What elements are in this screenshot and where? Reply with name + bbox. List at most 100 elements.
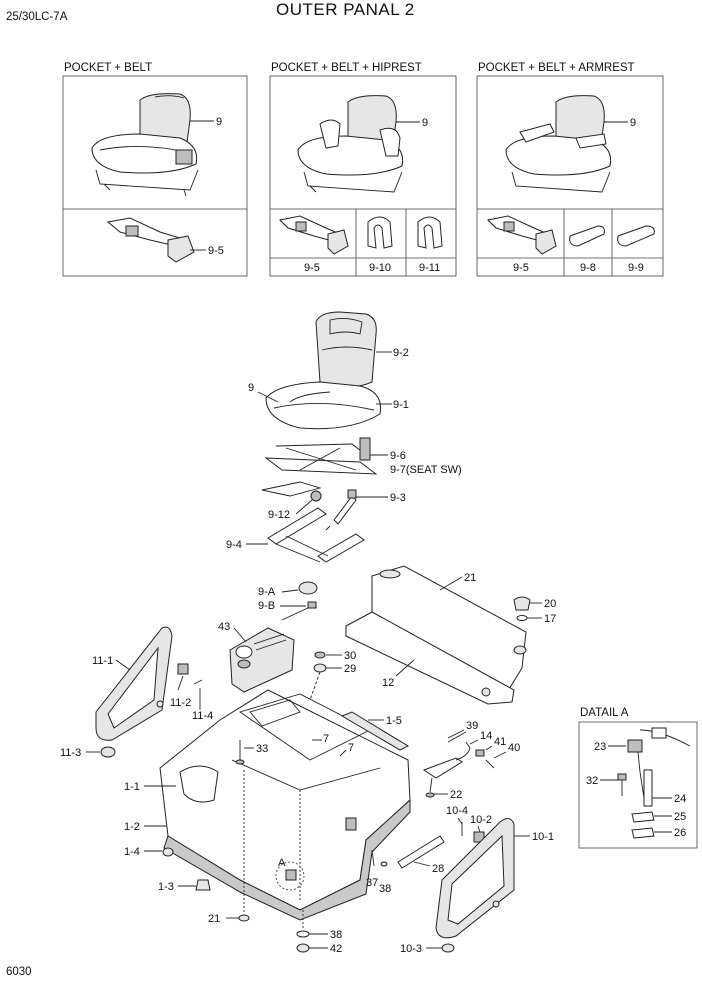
callout-seat: 9	[630, 117, 636, 129]
option-panel-pocket-belt: POCKET + BELT 9 9-5	[62, 62, 248, 277]
callout: 9	[248, 382, 254, 394]
seat-belt-illustration	[106, 217, 195, 263]
seat-cushion	[265, 381, 382, 430]
page-title: OUTER PANAL 2	[276, 0, 415, 19]
seat-slide-rails	[267, 507, 365, 563]
callout: 1-4	[124, 846, 140, 858]
callout: 14	[480, 730, 492, 742]
gas-spring	[325, 489, 357, 531]
callout: 11-2	[170, 697, 191, 709]
detail-marker: A	[278, 857, 286, 869]
option-panel-pocket-belt-hiprest: POCKET + BELT + HIPREST 9 9-5 9-10 9-	[269, 62, 457, 277]
seat-illustration	[505, 95, 612, 193]
callout-part: 9-5	[304, 262, 320, 274]
seat-illustration	[297, 95, 404, 193]
seat-belt-illustration	[278, 215, 349, 255]
knob-part	[513, 596, 531, 611]
callout: 22	[450, 789, 462, 801]
callout: 43	[218, 621, 230, 633]
option-panel-pocket-belt-armrest: POCKET + BELT + ARMREST 9 9-5 9-8 9-9	[476, 62, 664, 277]
callout-part: 9-8	[580, 262, 596, 274]
mounting-bracket-hardware	[422, 731, 495, 798]
callout: 10-4	[446, 805, 468, 817]
callout: 38	[379, 883, 391, 895]
callout: 9-2	[393, 347, 409, 359]
callout: 30	[344, 650, 356, 662]
callout: 25	[674, 811, 686, 823]
callout: 20	[544, 598, 556, 610]
grommet-part	[441, 943, 455, 953]
callout: 33	[256, 743, 268, 755]
detail-heading: DATAIL A	[580, 707, 629, 719]
page-number: 6030	[6, 966, 32, 978]
callout: 1-2	[124, 821, 140, 833]
hiprest-right-illustration	[417, 216, 443, 249]
callout: 17	[544, 613, 556, 625]
callout: 7	[323, 733, 329, 745]
callout-seat: 9	[216, 116, 222, 128]
callout: 1-3	[158, 881, 174, 893]
armrest-left-illustration	[569, 225, 605, 247]
callout: 32	[586, 775, 598, 787]
callout: 26	[674, 827, 686, 839]
grommet-part	[100, 746, 116, 758]
callout-part: 9-5	[208, 245, 224, 257]
seat-backrest	[315, 311, 377, 388]
detail-a-box: DATAIL A 23 32 24 25 26	[578, 707, 698, 849]
option-heading: POCKET + BELT	[64, 62, 152, 74]
callout: 21	[208, 913, 220, 925]
callout: 24	[674, 793, 686, 805]
callout: 42	[330, 943, 342, 955]
callout: 9-1	[393, 399, 409, 411]
seat-suspension	[261, 437, 378, 502]
callout-part: 9-10	[369, 262, 391, 274]
callout: 11-3	[60, 747, 81, 759]
trim-strip-1-5	[340, 711, 410, 751]
callout: 7	[348, 742, 354, 754]
callout: 11-1	[92, 655, 113, 667]
callout: 40	[508, 742, 520, 754]
hiprest-left-illustration	[367, 216, 393, 249]
side-panel-10	[435, 818, 515, 939]
callout: 23	[594, 741, 606, 753]
armrest-right-illustration	[617, 225, 655, 247]
side-panel-11	[95, 626, 203, 741]
callout: 9-6	[390, 450, 406, 462]
callout: 9-12	[268, 509, 290, 521]
callout-seat: 9	[422, 117, 428, 129]
callout: 29	[344, 663, 356, 675]
callout: 21	[464, 572, 476, 584]
callout: 38	[330, 929, 342, 941]
model-label: 25/30LC-7A	[6, 11, 68, 23]
seat-belt-illustration	[486, 215, 557, 255]
option-heading: POCKET + BELT + HIPREST	[271, 62, 422, 74]
callout-part: 9-11	[419, 262, 440, 274]
callout: 9-7(SEAT SW)	[390, 464, 462, 476]
callout: 11-4	[192, 710, 213, 722]
control-box-43	[229, 627, 295, 693]
callout: 9-3	[390, 492, 406, 504]
harness-wire	[281, 605, 313, 621]
seat-illustration	[91, 93, 199, 197]
callout: 9-B	[258, 600, 275, 612]
callout: 9-4	[226, 539, 242, 551]
callout: 39	[466, 720, 478, 732]
callout: 10-1	[532, 831, 554, 843]
callout: 9-A	[258, 586, 276, 598]
gas-strut-28	[397, 835, 445, 869]
callout: 1-5	[386, 715, 402, 727]
washer-part	[516, 615, 528, 621]
callout-part: 9-9	[628, 262, 644, 274]
callout: 1-1	[124, 781, 140, 793]
grommet-part	[298, 581, 318, 595]
callout: 41	[494, 736, 506, 748]
callout: 10-2	[470, 814, 492, 826]
option-heading: POCKET + BELT + ARMREST	[478, 62, 635, 74]
outer-panel-body-1	[159, 689, 411, 921]
callout: 37	[366, 877, 378, 889]
callout: 28	[432, 863, 444, 875]
support-bar-12	[345, 611, 515, 705]
callout-part: 9-5	[513, 262, 529, 274]
callout: 10-3	[400, 943, 422, 955]
